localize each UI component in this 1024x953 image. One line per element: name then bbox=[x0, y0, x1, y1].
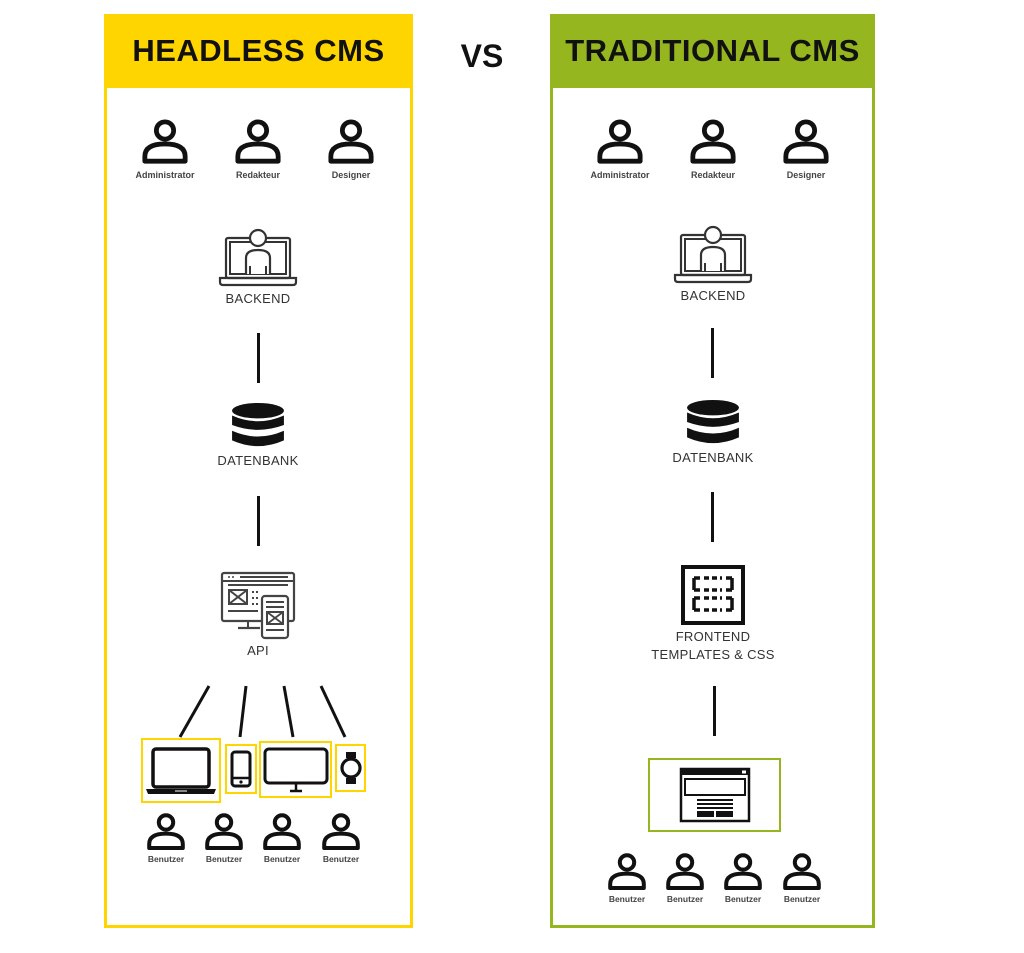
person-icon bbox=[781, 118, 831, 166]
api-node: API bbox=[178, 570, 338, 660]
role-redakteur: Redakteur bbox=[218, 118, 298, 180]
database-icon bbox=[229, 402, 287, 450]
user-benutzer: Benutzer bbox=[196, 812, 252, 864]
user-benutzer: Benutzer bbox=[138, 812, 194, 864]
api-label: API bbox=[247, 643, 269, 658]
person-icon bbox=[233, 118, 283, 166]
person-icon bbox=[664, 852, 706, 892]
person-icon bbox=[203, 812, 245, 852]
traditional-cms-panel: TRADITIONAL CMS bbox=[550, 14, 875, 928]
person-icon bbox=[140, 118, 190, 166]
smartphone-icon bbox=[230, 750, 252, 788]
device-smartwatch bbox=[335, 744, 366, 792]
monitor-icon bbox=[263, 747, 328, 792]
connector-line bbox=[257, 333, 260, 383]
role-label: Redakteur bbox=[235, 170, 280, 180]
database-icon bbox=[684, 399, 742, 447]
user-label: Benutzer bbox=[608, 894, 646, 904]
user-benutzer: Benutzer bbox=[715, 852, 771, 904]
frontend-label: FRONTEND TEMPLATES & CSS bbox=[633, 628, 793, 664]
laptop-icon bbox=[146, 746, 216, 794]
user-label: Benutzer bbox=[724, 894, 762, 904]
role-label: Designer bbox=[786, 170, 826, 180]
database-node: DATENBANK bbox=[178, 402, 338, 470]
vs-label: VS bbox=[460, 38, 504, 74]
headless-cms-title: HEADLESS CMS bbox=[104, 14, 413, 88]
database-node: DATENBANK bbox=[633, 399, 793, 467]
backend-node: BACKEND bbox=[178, 228, 338, 308]
device-smartphone bbox=[225, 744, 257, 794]
role-designer: Designer bbox=[311, 118, 391, 180]
api-fanout-lines bbox=[178, 685, 347, 738]
database-label: DATENBANK bbox=[217, 453, 299, 468]
person-icon bbox=[606, 852, 648, 892]
headless-cms-panel: HEADLESS CMS bbox=[104, 14, 413, 928]
device-laptop bbox=[141, 738, 221, 803]
role-designer: Designer bbox=[766, 118, 846, 180]
user-label: Benutzer bbox=[147, 854, 185, 864]
user-benutzer: Benutzer bbox=[774, 852, 830, 904]
device-monitor bbox=[259, 741, 332, 798]
backend-node: BACKEND bbox=[633, 225, 793, 305]
connector-line bbox=[319, 685, 347, 738]
person-icon bbox=[595, 118, 645, 166]
backend-label: BACKEND bbox=[225, 291, 291, 306]
laptop-user-icon bbox=[218, 228, 298, 288]
template-icon bbox=[681, 565, 745, 625]
user-label: Benutzer bbox=[263, 854, 301, 864]
frontend-label-line2: TEMPLATES & CSS bbox=[651, 647, 775, 662]
person-icon bbox=[145, 812, 187, 852]
connector-line bbox=[238, 685, 248, 738]
user-label: Benutzer bbox=[783, 894, 821, 904]
website-box bbox=[648, 758, 781, 832]
connector-line bbox=[711, 328, 714, 378]
frontend-node: FRONTEND TEMPLATES & CSS bbox=[633, 564, 793, 664]
person-icon bbox=[326, 118, 376, 166]
connector-line bbox=[257, 496, 260, 546]
traditional-cms-title: TRADITIONAL CMS bbox=[550, 14, 875, 88]
connector-line bbox=[713, 686, 716, 736]
user-benutzer: Benutzer bbox=[657, 852, 713, 904]
person-icon bbox=[722, 852, 764, 892]
frontend-label-line1: FRONTEND bbox=[675, 629, 751, 644]
connector-line bbox=[282, 685, 295, 738]
person-icon bbox=[261, 812, 303, 852]
role-administrator: Administrator bbox=[580, 118, 660, 180]
user-label: Benutzer bbox=[205, 854, 243, 864]
person-icon bbox=[320, 812, 362, 852]
connector-line bbox=[178, 685, 211, 738]
user-label: Benutzer bbox=[322, 854, 360, 864]
person-icon bbox=[781, 852, 823, 892]
connector-line bbox=[711, 492, 714, 542]
user-label: Benutzer bbox=[666, 894, 704, 904]
role-label: Designer bbox=[331, 170, 371, 180]
person-icon bbox=[688, 118, 738, 166]
database-label: DATENBANK bbox=[672, 450, 754, 465]
user-benutzer: Benutzer bbox=[313, 812, 369, 864]
browser-window-icon bbox=[679, 767, 750, 823]
responsive-devices-icon bbox=[218, 570, 298, 640]
role-redakteur: Redakteur bbox=[673, 118, 753, 180]
user-benutzer: Benutzer bbox=[254, 812, 310, 864]
laptop-user-icon bbox=[673, 225, 753, 285]
smartwatch-icon bbox=[339, 752, 362, 784]
role-administrator: Administrator bbox=[125, 118, 205, 180]
user-benutzer: Benutzer bbox=[599, 852, 655, 904]
role-label: Administrator bbox=[590, 170, 650, 180]
role-label: Redakteur bbox=[690, 170, 735, 180]
backend-label: BACKEND bbox=[680, 288, 746, 303]
role-label: Administrator bbox=[135, 170, 195, 180]
